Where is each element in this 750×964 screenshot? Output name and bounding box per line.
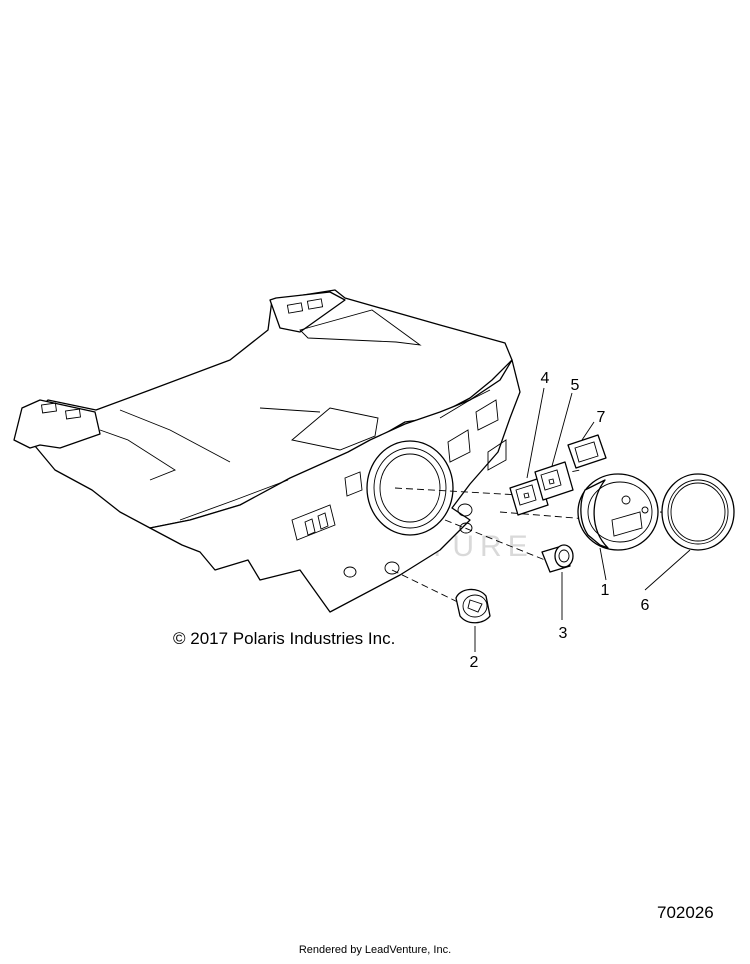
callout-5: 5 (571, 377, 580, 394)
callout-3: 3 (559, 625, 568, 642)
leader-lines (474, 387, 691, 652)
callout-6: 6 (641, 597, 650, 614)
part-3-power-outlet (541, 544, 574, 573)
part-1-gauge (577, 473, 659, 551)
callout-1: 1 (601, 582, 610, 599)
callout-2: 2 (470, 654, 479, 671)
callout-4: 4 (541, 370, 550, 387)
part-4-5-switches (509, 461, 574, 516)
part-2-ignition-switch (455, 588, 491, 624)
rendered-by-footer: Rendered by LeadVenture, Inc. (298, 944, 452, 956)
dashboard-panel (13, 289, 521, 613)
part-6-bezel-ring (661, 473, 735, 551)
callout-numbers: 1 2 3 4 5 6 7 (470, 370, 650, 671)
part-7-switch (567, 434, 607, 469)
drawing-number: 702026 (657, 903, 714, 922)
copyright-notice: © 2017 Polaris Industries Inc. (173, 629, 396, 648)
callout-7: 7 (597, 409, 606, 426)
